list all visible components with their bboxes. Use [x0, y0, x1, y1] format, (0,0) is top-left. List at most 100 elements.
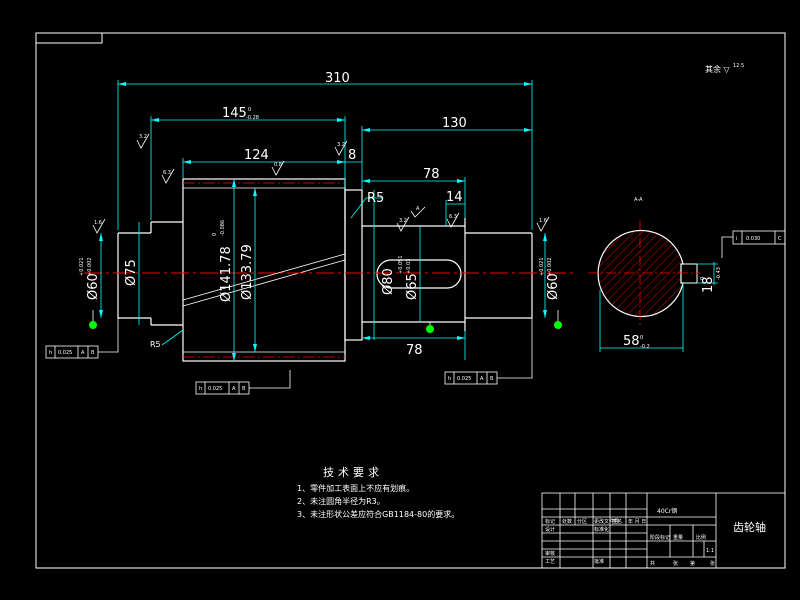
- dim-radius-r5-top: R5: [367, 191, 384, 206]
- tol-datum-c: C: [778, 236, 782, 242]
- dim-dia-60-left-tol-b: +0.002: [87, 257, 93, 276]
- tolerance-frames: [45, 230, 786, 395]
- requirement-item: 2、未注圆角半径为R3。: [297, 497, 385, 506]
- section-dim-18-tol-a: 0: [700, 277, 706, 280]
- tb-label: 第: [690, 560, 695, 567]
- dim-dia-141-tol-b: -0.086: [220, 220, 226, 236]
- tb-label: 阶段标记: [650, 534, 670, 541]
- tb-label: 分区: [577, 518, 587, 525]
- dim-dia-65: Ø65: [405, 273, 420, 300]
- corner-tag-box: [35, 32, 103, 44]
- datum-marker-right: [554, 321, 562, 329]
- dim-dia-65-tol-a: +0.051: [398, 255, 404, 274]
- title-block-material: 40Cr钢: [657, 507, 677, 515]
- section-dim-58-tol-a: 0: [640, 335, 643, 341]
- key-section-label: A: [416, 206, 420, 212]
- section-dim-18: 18: [701, 276, 716, 293]
- roughness-note: 其余 ▽: [705, 64, 731, 74]
- dim-dia-60-right: Ø60: [546, 273, 561, 300]
- technical-requirements: 技术要求 1、零件加工表面上不应有划痕。 2、未注圆角半径为R3。 3、未注形状…: [297, 466, 459, 521]
- datum-marker-middle: [426, 325, 434, 333]
- roughness-symbols: [92, 133, 550, 234]
- dim-dia-141-tol-a: 0: [212, 233, 218, 236]
- drawing-border: [35, 32, 786, 569]
- dim-dia-141: Ø141.78: [219, 246, 234, 302]
- dim-length-130: 130: [442, 116, 467, 131]
- roughness-note-value: 12.5: [733, 63, 744, 69]
- dim-dia-65-tol-b: +0.03: [406, 259, 412, 274]
- tb-label: 审核: [545, 550, 555, 557]
- tol-symbol: i: [736, 236, 737, 242]
- tb-label: 签名: [612, 518, 622, 525]
- dim-dia-60-left-tol-a: +0.021: [79, 257, 85, 276]
- tol-value: 0.025: [208, 386, 222, 392]
- tb-label: 张: [673, 560, 678, 567]
- datum-marker-left: [89, 321, 97, 329]
- tolerance-frame-texts: h 0.025 A B h 0.025 A B h 0.025 A B i 0.…: [49, 236, 782, 392]
- section-hatched-area: [597, 229, 684, 318]
- dim-length-78-top: 78: [423, 167, 440, 182]
- tol-datum-a: A: [480, 376, 484, 382]
- dim-radius-r5-bottom: R5: [150, 340, 161, 349]
- roughness-value: 3.2: [337, 142, 345, 148]
- dim-length-124: 124: [244, 148, 269, 163]
- tb-label: 工艺: [545, 559, 555, 565]
- dim-145-tol-top: 0: [248, 107, 251, 113]
- dim-dia-60-right-tol-a: +0.021: [539, 257, 545, 276]
- tb-label: 标记: [545, 518, 555, 525]
- tb-scale: 1:1: [706, 548, 714, 554]
- dim-dia-60-left: Ø60: [86, 273, 101, 300]
- dimension-lines: [100, 80, 546, 361]
- tol-symbol: h: [199, 386, 202, 392]
- tol-datum-b: B: [490, 376, 494, 382]
- section-view: [588, 220, 700, 328]
- dim-length-14: 14: [446, 190, 463, 205]
- title-block-part-name: 齿轮轴: [733, 520, 766, 534]
- dim-length-8: 8: [348, 148, 356, 163]
- requirement-item: 3、未注形状公差应符合GB1184-80的要求。: [297, 510, 460, 519]
- dim-dia-75: Ø75: [124, 259, 139, 286]
- tb-label: 标准化: [594, 526, 609, 533]
- datum-markers: [89, 310, 562, 333]
- technical-requirements-title: 技术要求: [323, 466, 383, 479]
- tol-symbol: h: [49, 350, 52, 356]
- roughness-value: 3.2: [399, 218, 407, 224]
- tol-symbol: h: [448, 376, 451, 382]
- section-dim-58-tol-b: -0.2: [640, 344, 650, 350]
- roughness-value: 0.8: [274, 162, 282, 168]
- title-block-grid: [541, 492, 786, 569]
- dim-length-145: 145: [222, 106, 247, 121]
- section-dim-58: 58: [623, 334, 640, 349]
- tol-datum-b: B: [242, 386, 246, 392]
- tol-value: 0.030: [746, 236, 760, 242]
- dim-length-78-bottom: 78: [406, 343, 423, 358]
- roughness-value: 6.3: [163, 170, 171, 176]
- vertical-dim-texts: Ø60 +0.021 +0.002 Ø75 Ø141.78 0 -0.086 Ø…: [79, 220, 561, 302]
- section-dim-18-tol-b: -0.43: [716, 267, 722, 280]
- tb-label: 共: [650, 560, 655, 567]
- tol-datum-a: A: [81, 350, 85, 356]
- roughness-value: 1.6: [94, 220, 102, 226]
- title-block-labels: 标记 处数 分区 更改文件号 签名 年 月 日 设计 标准化 审核 工艺 批准 …: [545, 518, 715, 567]
- tb-label: 处数: [562, 518, 572, 525]
- roughness-value: 6.3: [449, 214, 457, 220]
- dim-145-tol-bottom: -0.28: [246, 115, 259, 121]
- dim-dia-133: Ø133.79: [240, 244, 255, 300]
- tol-value: 0.025: [457, 376, 471, 382]
- tb-label: 设计: [545, 526, 555, 533]
- dim-overall-length: 310: [325, 71, 350, 86]
- roughness-value: 1.6: [539, 218, 547, 224]
- tb-label: 重量: [673, 534, 683, 541]
- section-keyway: [680, 263, 698, 284]
- dim-dia-60-right-tol-b: +0.002: [547, 257, 553, 276]
- section-dimension-lines: [599, 262, 718, 352]
- tol-datum-b: B: [91, 350, 95, 356]
- roughness-values: 3.2 6.3 0.8 1.6 3.2 3.2 6.3 1.6: [94, 134, 547, 226]
- tb-label: 年 月 日: [628, 518, 646, 525]
- tol-datum-a: A: [232, 386, 236, 392]
- dimension-arrows: [99, 82, 547, 361]
- roughness-value: 3.2: [139, 134, 147, 140]
- tb-label: 批准: [594, 558, 604, 565]
- tol-value: 0.025: [58, 350, 72, 356]
